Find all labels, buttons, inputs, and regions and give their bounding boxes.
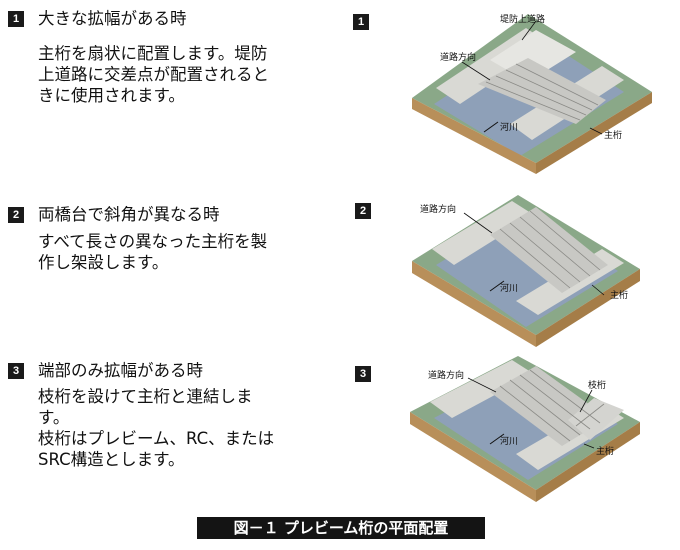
label-main-girder: 主桁: [610, 289, 628, 301]
girder-lines: [485, 63, 599, 121]
bridge-diagram-2: 道路方向 河川 主桁: [340, 185, 680, 355]
label-river: 河川: [500, 121, 518, 133]
soil-edge: [536, 269, 640, 347]
description-line: 枝桁を設けて主桁と連結しま: [38, 387, 253, 406]
bridge-diagram-3: 道路方向 枝桁 河川 主桁: [340, 348, 680, 513]
soil-edge: [536, 422, 640, 502]
description-line: きに使用されます。: [38, 86, 185, 105]
case-heading: 両橋台で斜角が異なる時: [38, 205, 220, 224]
diagram-number-badge: 1: [353, 14, 369, 30]
soil-edge: [536, 92, 652, 174]
diagram-number-badge: 3: [355, 366, 371, 382]
embankment: [430, 360, 534, 418]
label-levee-road: 堤防上道路: [500, 13, 545, 25]
case-description: すべて長さの異なった主桁を製 作し架設します。: [38, 231, 267, 273]
case-number-badge: 1: [8, 11, 24, 27]
case-description: 枝桁を設けて主桁と連結しま す。 枝桁はプレビーム、RC、または SRC構造とし…: [38, 386, 274, 470]
soil-edge: [412, 98, 536, 174]
bridge-deck: [490, 207, 608, 293]
case-number-badge: 2: [8, 207, 24, 223]
case-number-badge: 3: [8, 363, 24, 379]
label-river: 河川: [500, 435, 518, 447]
case-heading: 端部のみ拡幅がある時: [38, 361, 203, 380]
description-line: 上道路に交差点が配置されると: [38, 65, 269, 84]
label-river: 河川: [500, 282, 518, 294]
description-line: 主桁を扇状に配置します。堤防: [38, 44, 268, 63]
description-line: 枝桁はプレビーム、RC、または: [38, 429, 275, 448]
label-road-direction: 道路方向: [428, 369, 464, 381]
figure-caption: 図－１ プレビーム桁の平面配置: [197, 517, 485, 539]
label-main-girder: 主桁: [604, 129, 622, 141]
diagram-number-badge: 2: [355, 203, 371, 219]
girder-lines: [499, 369, 605, 442]
soil-edge: [410, 412, 536, 502]
description-line: す。: [38, 408, 70, 427]
case-description: 主桁を扇状に配置します。堤防 上道路に交差点が配置されると きに使用されます。: [38, 43, 269, 106]
description-line: SRC構造とします。: [38, 450, 185, 469]
bridge-diagram-1: 堤防上道路 道路方向 河川 主桁: [340, 0, 680, 175]
fan-deck: [478, 58, 606, 124]
label-main-girder: 主桁: [596, 445, 614, 457]
label-road-direction: 道路方向: [440, 51, 476, 63]
girder-lines: [499, 210, 601, 289]
label-branch-girder: 枝桁: [588, 379, 606, 391]
description-line: 作し架設します。: [38, 253, 169, 272]
description-line: すべて長さの異なった主桁を製: [38, 232, 268, 251]
embankment: [432, 201, 534, 265]
case-heading: 大きな拡幅がある時: [38, 9, 187, 28]
soil-edge: [412, 261, 536, 347]
label-road-direction: 道路方向: [420, 203, 456, 215]
